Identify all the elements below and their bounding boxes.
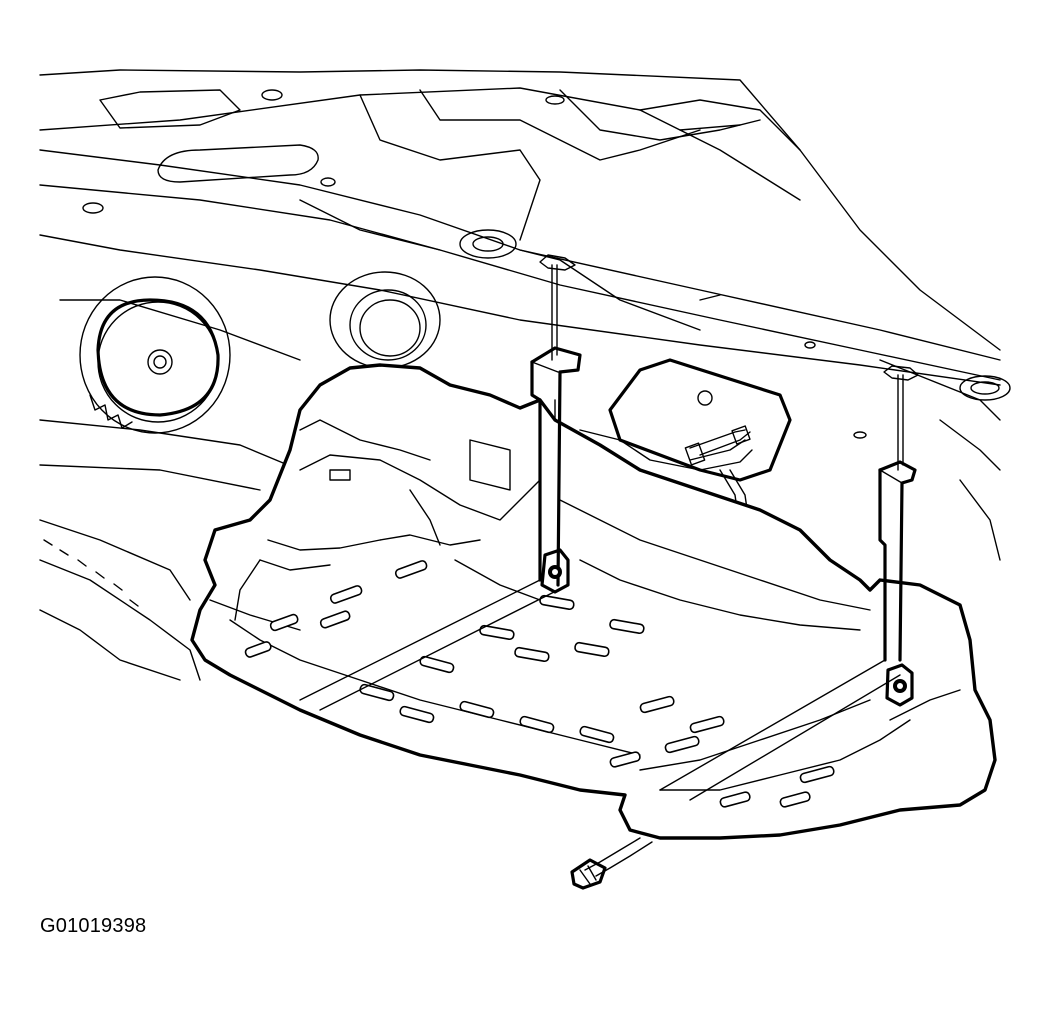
right-bolt-icon	[883, 365, 919, 707]
left-bolt-icon	[539, 254, 576, 594]
right-shield-bracket	[659, 460, 917, 801]
underbody-floor-pan	[39, 69, 1011, 681]
figure-id-label: G01019398	[40, 915, 147, 937]
shield-vent-slots	[244, 560, 835, 808]
fuel-line-connector-icon	[570, 837, 653, 890]
left-shield-bracket	[299, 346, 582, 711]
fuel-pipe-icon	[684, 425, 751, 466]
fuel-tank-shield	[190, 363, 997, 840]
